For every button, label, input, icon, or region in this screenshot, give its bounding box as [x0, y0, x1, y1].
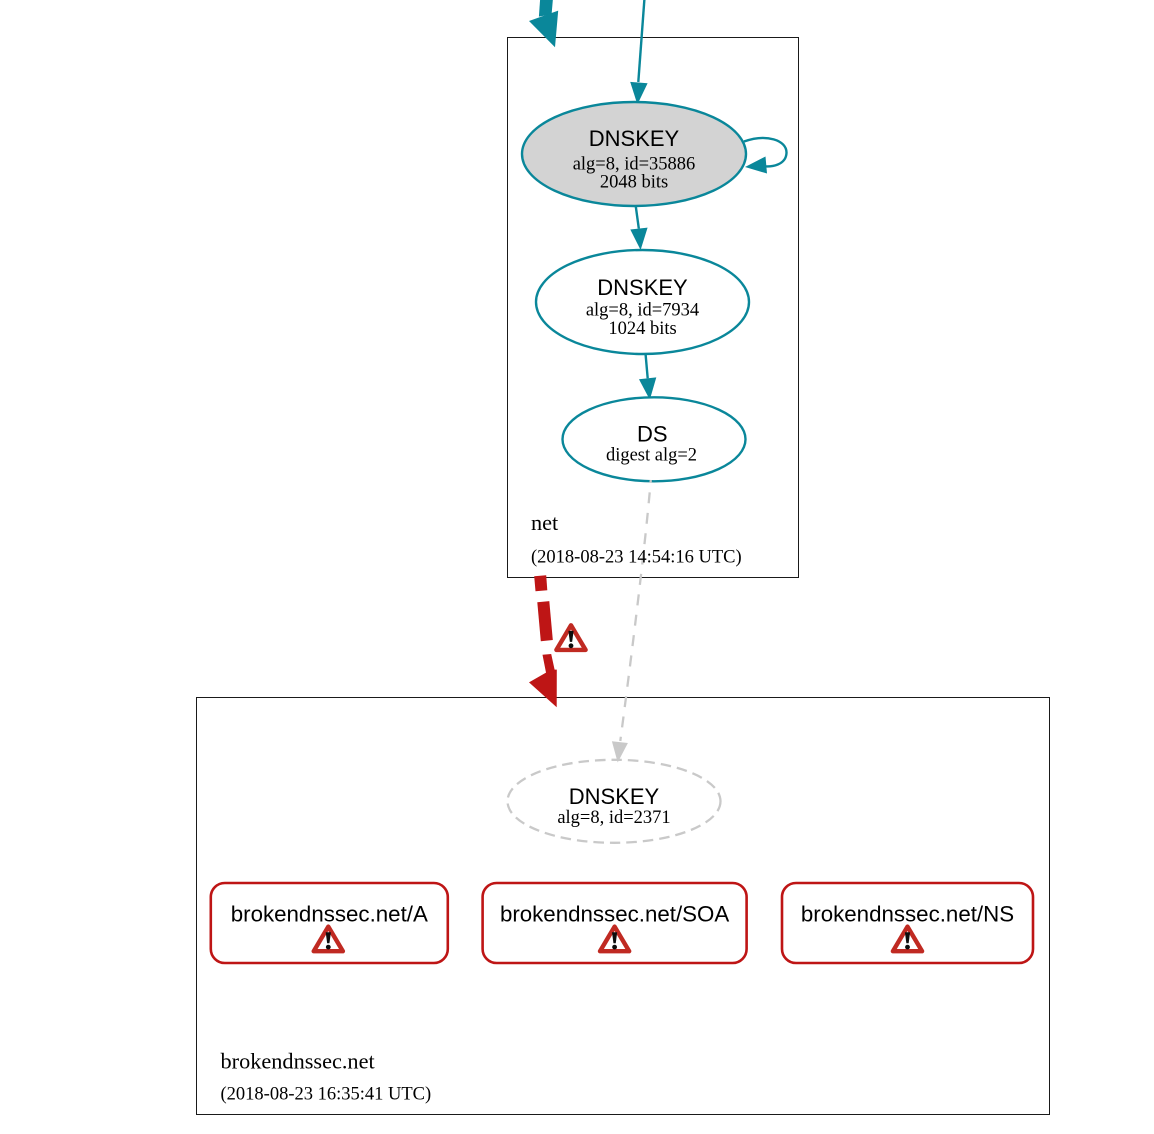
svg-text:DS: DS [637, 422, 668, 447]
svg-text:(2018-08-23 16:35:41 UTC): (2018-08-23 16:35:41 UTC) [221, 1084, 432, 1104]
svg-text:brokendnssec.net/NS: brokendnssec.net/NS [801, 902, 1014, 927]
svg-text:brokendnssec.net: brokendnssec.net [221, 1049, 376, 1074]
svg-text:1024 bits: 1024 bits [608, 319, 676, 339]
svg-text:net: net [531, 510, 559, 535]
svg-text:2048 bits: 2048 bits [600, 173, 668, 193]
svg-text:(2018-08-23 14:54:16 UTC): (2018-08-23 14:54:16 UTC) [531, 547, 742, 567]
svg-text:brokendnssec.net/A: brokendnssec.net/A [231, 902, 428, 927]
svg-text:DNSKEY: DNSKEY [589, 126, 680, 151]
svg-text:digest alg=2: digest alg=2 [606, 446, 697, 466]
svg-text:brokendnssec.net/SOA: brokendnssec.net/SOA [500, 902, 729, 927]
svg-text:DNSKEY: DNSKEY [569, 784, 660, 809]
svg-text:alg=8, id=35886: alg=8, id=35886 [573, 155, 696, 175]
svg-text:alg=8, id=2371: alg=8, id=2371 [557, 808, 670, 828]
svg-text:alg=8, id=7934: alg=8, id=7934 [586, 301, 699, 321]
svg-text:DNSKEY: DNSKEY [597, 275, 688, 300]
